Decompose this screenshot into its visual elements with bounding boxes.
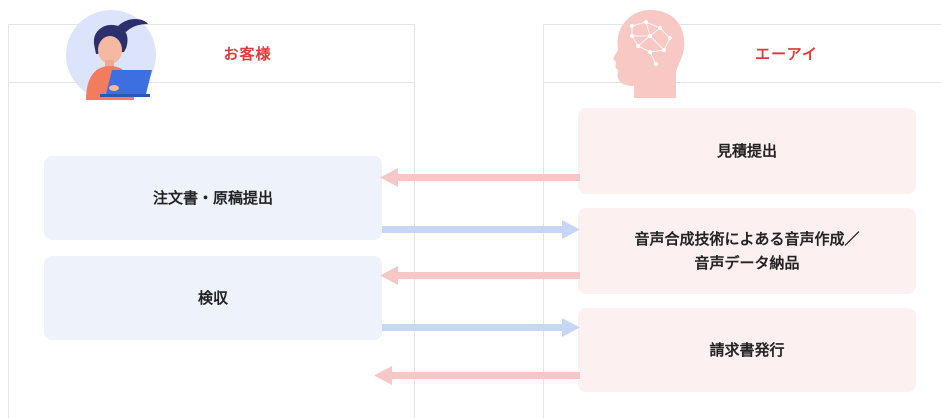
- brain-head-icon: [613, 9, 685, 98]
- company-step-quote: 見積提出: [578, 108, 916, 194]
- customer-column: お客様: [8, 24, 415, 418]
- customer-title: お客様: [223, 45, 272, 63]
- customer-step-inspection-label: 検収: [197, 289, 228, 307]
- company-step-production-line2: 音声データ納品: [694, 254, 800, 272]
- company-step-production: 音声合成技術によある音声作成／ 音声データ納品: [578, 208, 916, 294]
- company-step-production-line1: 音声合成技術によある音声作成／: [634, 230, 860, 248]
- customer-avatar-icon: [66, 10, 156, 100]
- arrow-quote-to-customer: [380, 168, 580, 187]
- company-step-quote-label: 見積提出: [716, 142, 777, 160]
- arrow-order-to-company: [382, 220, 580, 239]
- arrow-invoice-to-customer: [374, 366, 580, 385]
- customer-header: お客様: [9, 25, 414, 83]
- company-header: エーアイ: [544, 25, 941, 83]
- company-column: エーアイ: [543, 24, 941, 418]
- company-step-invoice: 請求書発行: [578, 308, 916, 392]
- customer-step-order-label: 注文書・原稿提出: [152, 189, 273, 207]
- company-step-invoice-label: 請求書発行: [709, 341, 785, 359]
- company-title: エーアイ: [755, 45, 818, 63]
- arrow-inspection-to-company: [382, 318, 580, 337]
- arrow-delivery-to-customer: [380, 266, 580, 285]
- customer-step-inspection: 検収: [44, 256, 382, 340]
- customer-step-order: 注文書・原稿提出: [44, 156, 382, 240]
